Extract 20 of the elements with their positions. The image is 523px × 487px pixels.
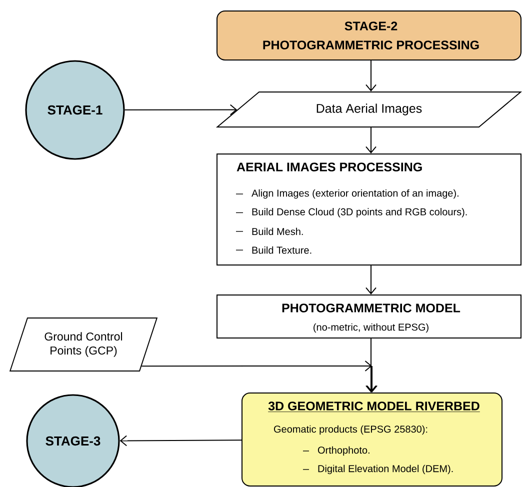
arrow [120, 435, 242, 446]
arrow [124, 104, 238, 116]
box-subtitle: (no-metric, without EPSG) [314, 323, 428, 333]
list-item: Build Dense Cloud (3D points and RGB colours). [252, 208, 467, 218]
list-item: Align Images (exterior orientation of an image). [252, 189, 458, 199]
box-heading: AERIAL IMAGES PROCESSING [236, 162, 422, 172]
list-item: Orthophoto. [318, 446, 370, 456]
list-item: Digital Elevation Model (DEM). [318, 464, 453, 474]
box-subtitle: Geomatic products (EPSG 25830): [274, 425, 428, 435]
stage-title: PHOTOGRAMMETRIC PROCESSING [263, 40, 479, 50]
arrow [141, 360, 378, 392]
arrow [366, 265, 376, 294]
arrow [366, 60, 376, 92]
box-heading: 3D GEOMETRIC MODEL RIVERBED [268, 402, 480, 412]
list-item: Build Texture. [252, 246, 312, 254]
box-heading: PHOTOGRAMMETRIC MODEL [282, 304, 460, 312]
list-item: Build Mesh. [252, 228, 303, 236]
arrow [366, 338, 376, 392]
arrow [366, 127, 376, 154]
stage-title: STAGE-2 [344, 22, 398, 30]
